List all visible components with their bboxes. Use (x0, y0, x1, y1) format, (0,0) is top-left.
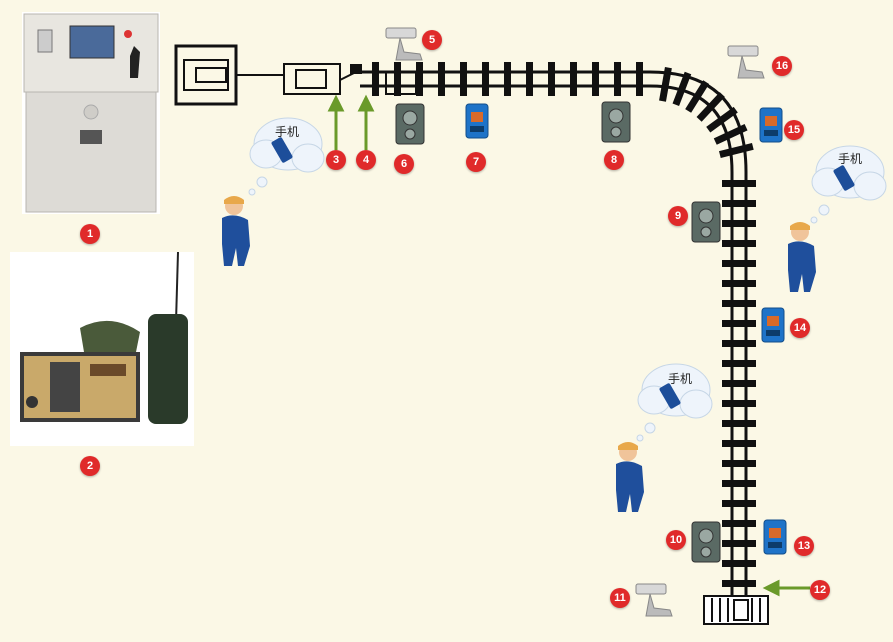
arrow-marker-4 (357, 94, 375, 150)
mine-rail-track (360, 70, 748, 600)
sleeper (713, 124, 748, 145)
sleeper (672, 71, 692, 107)
sleeper (548, 62, 555, 96)
locator-beacon-icon (465, 103, 489, 139)
sleeper (722, 480, 756, 487)
sleeper (706, 106, 738, 133)
phone-bubble-label-2: 手机 (838, 152, 863, 166)
phone-thought-bubble-icon (810, 145, 887, 224)
marker-7: 7 (466, 152, 486, 172)
surveillance-camera-icon (727, 45, 765, 79)
worker-phone-icon (616, 442, 644, 512)
sleeper (722, 400, 756, 407)
marker-16: 16 (772, 56, 792, 76)
sleeper (526, 62, 533, 96)
sleeper (722, 240, 756, 247)
sleeper (636, 62, 643, 96)
sleeper (504, 62, 511, 96)
sleeper (722, 200, 756, 207)
explosion-proof-speaker-icon (601, 101, 631, 143)
marker-11: 11 (610, 588, 630, 608)
sleeper (722, 320, 756, 327)
locator-beacon-icon (759, 107, 783, 143)
sleeper (685, 80, 710, 113)
worker-phone-icon (788, 222, 816, 292)
control-console-icon (23, 13, 159, 213)
marker-9: 9 (668, 206, 688, 226)
sleeper (438, 62, 445, 96)
sleeper (722, 300, 756, 307)
sleeper (722, 540, 756, 547)
marker-2: 2 (80, 456, 100, 476)
sleeper (722, 220, 756, 227)
marker-4: 4 (356, 150, 376, 170)
marker-15: 15 (784, 120, 804, 140)
sleeper (722, 380, 756, 387)
explosion-proof-speaker-icon (395, 103, 425, 145)
sleeper (722, 560, 756, 567)
surveillance-camera-icon (635, 583, 673, 617)
marker-1: 1 (80, 224, 100, 244)
sleeper (696, 92, 725, 122)
arrow-marker-12 (762, 579, 810, 597)
locator-beacon-icon (763, 519, 787, 555)
radio-station-photo (10, 252, 194, 446)
track-sleepers (372, 62, 756, 587)
marker-10: 10 (666, 530, 686, 550)
sleeper (722, 280, 756, 287)
control-console-photo (22, 12, 160, 214)
sleeper (460, 62, 467, 96)
sleeper (722, 520, 756, 527)
radio-station-icon (20, 252, 188, 424)
marker-6: 6 (394, 154, 414, 174)
sleeper (722, 440, 756, 447)
sleeper (416, 62, 423, 96)
sleeper (722, 260, 756, 267)
phone-bubble-label-3: 手机 (668, 372, 693, 386)
sleeper (394, 62, 401, 96)
sleeper (570, 62, 577, 96)
sleeper (722, 180, 756, 187)
marker-13: 13 (794, 536, 814, 556)
worker-phone-icon (222, 196, 250, 266)
marker-3: 3 (326, 150, 346, 170)
sleeper (482, 62, 489, 96)
explosion-proof-speaker-icon (691, 521, 721, 563)
explosion-proof-speaker-icon (691, 201, 721, 243)
sleeper (372, 62, 379, 96)
locomotive-bottom-icon (703, 595, 769, 625)
sleeper (722, 420, 756, 427)
arrow-marker-3 (327, 94, 345, 150)
locomotive-icon (174, 44, 417, 106)
sleeper (592, 62, 599, 96)
sleeper (719, 142, 754, 158)
marker-5: 5 (422, 30, 442, 50)
sleeper (722, 460, 756, 467)
sleeper (722, 580, 756, 587)
sleeper (722, 340, 756, 347)
phone-bubble-label-1: 手机 (275, 125, 300, 139)
surveillance-camera-icon (385, 27, 423, 61)
marker-12: 12 (810, 580, 830, 600)
marker-8: 8 (604, 150, 624, 170)
sleeper (659, 67, 672, 102)
phone-thought-bubble-icon (636, 363, 713, 442)
sleeper (722, 360, 756, 367)
phone-thought-bubble-icon (248, 117, 325, 196)
marker-14: 14 (790, 318, 810, 338)
locator-beacon-icon (761, 307, 785, 343)
sleeper (614, 62, 621, 96)
sleeper (722, 500, 756, 507)
